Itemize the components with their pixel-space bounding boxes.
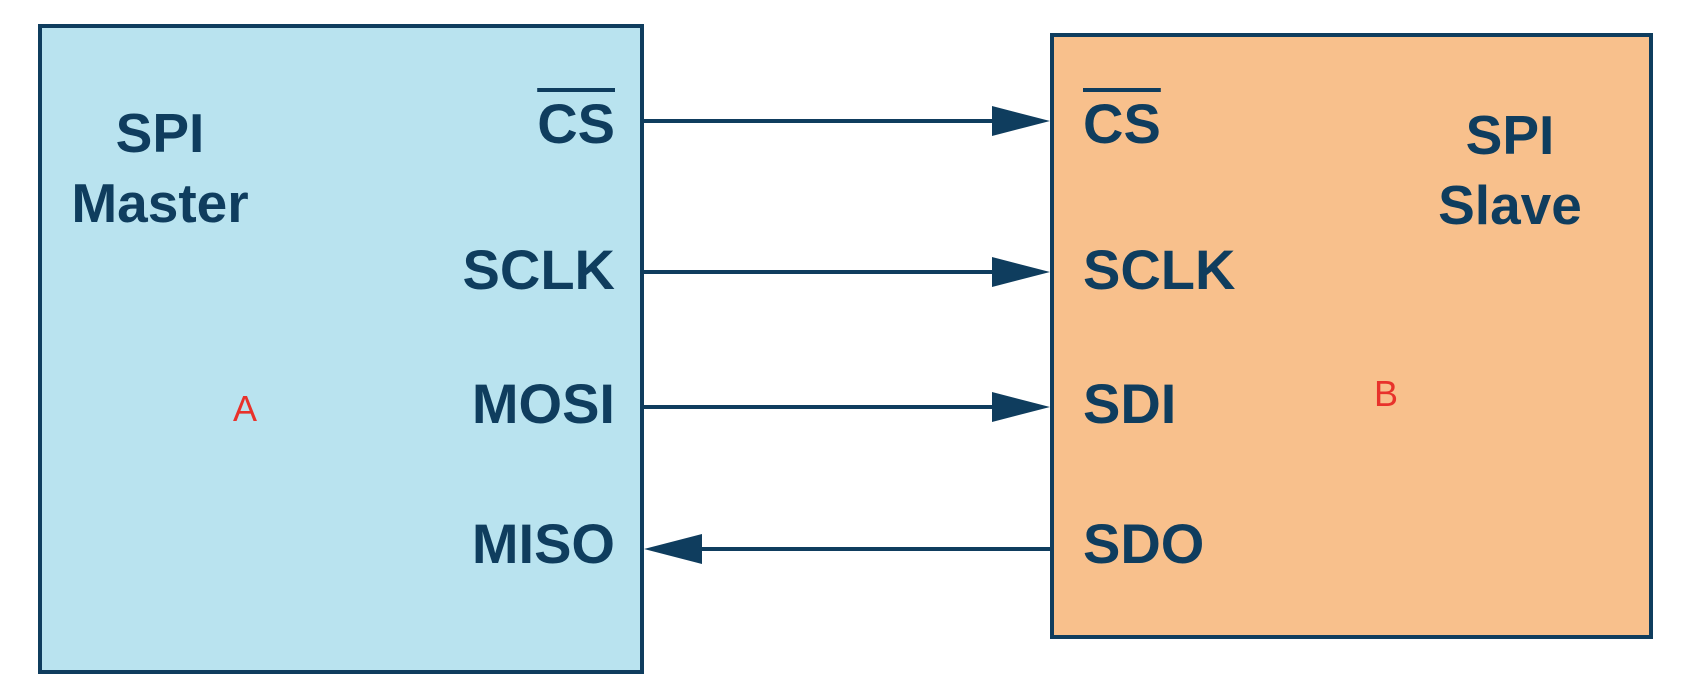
marker-b: B xyxy=(1374,373,1399,414)
master-pin-miso: MISO xyxy=(471,512,615,575)
master-pin-sclk: SCLK xyxy=(462,238,615,301)
master-title: SPI Master xyxy=(40,98,280,238)
master-title-line2: Master xyxy=(71,172,249,234)
master-pin-mosi: MOSI xyxy=(471,372,615,435)
sdo-miso-arrowhead xyxy=(644,534,702,564)
marker-a: A xyxy=(233,388,258,429)
slave-title: SPI Slave xyxy=(1400,100,1620,240)
master-title-line1: SPI xyxy=(115,102,205,164)
slave-pin-cs: CS xyxy=(1083,92,1161,155)
slave-pin-sclk: SCLK xyxy=(1083,238,1236,301)
slave-pin-sdi: SDI xyxy=(1083,372,1177,435)
master-pin-cs: CS xyxy=(537,92,615,155)
spi-slave-block xyxy=(1050,33,1653,639)
slave-title-line1: SPI xyxy=(1465,104,1555,166)
spi-master-block xyxy=(38,24,644,674)
sclk-arrowhead xyxy=(992,257,1050,287)
cs-arrowhead xyxy=(992,106,1050,136)
slave-pin-sdo: SDO xyxy=(1083,512,1205,575)
slave-title-line2: Slave xyxy=(1438,174,1582,236)
mosi-sdi-arrowhead xyxy=(992,392,1050,422)
